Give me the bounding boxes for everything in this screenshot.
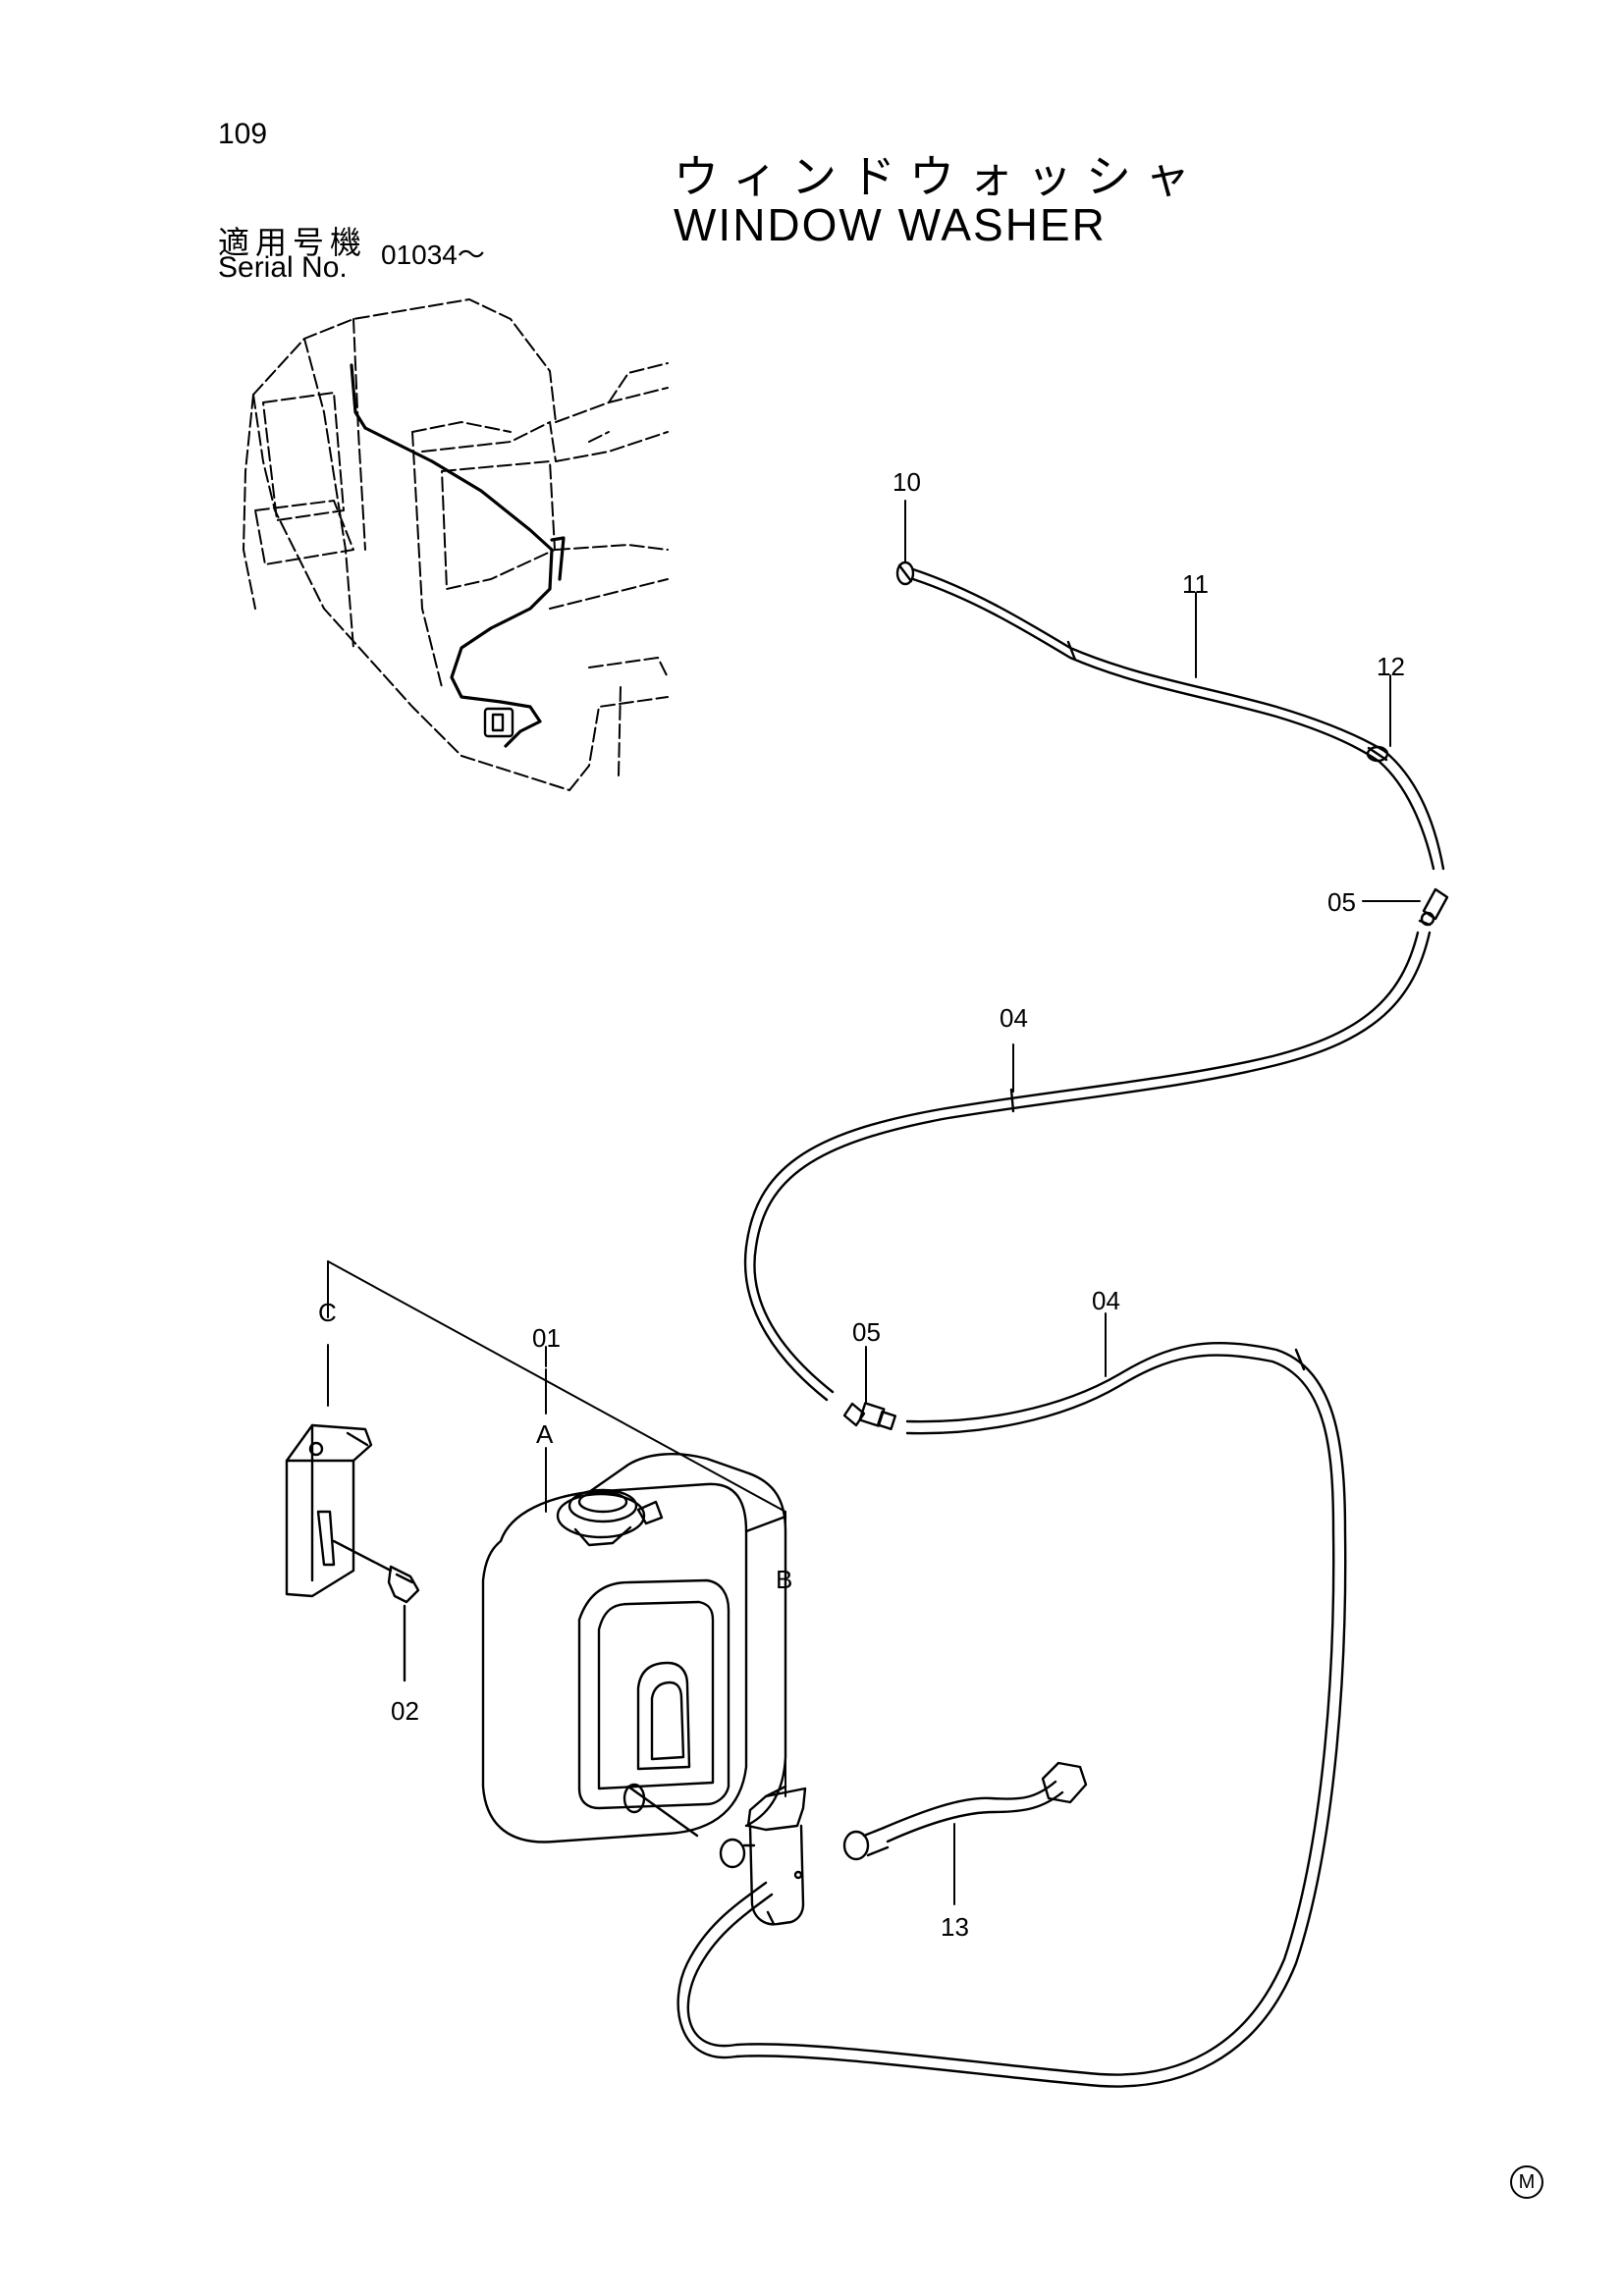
callout-12: 12 bbox=[1377, 652, 1405, 681]
clip-12 bbox=[1366, 745, 1389, 763]
hose-11 bbox=[911, 567, 1445, 871]
bolt-02 bbox=[332, 1539, 420, 1682]
reference-b: B bbox=[776, 1565, 793, 1594]
callout-04-lower: 04 bbox=[1092, 1286, 1120, 1315]
title-japanese: ウィンドウォッシャ bbox=[674, 150, 1204, 203]
connector-05-upper bbox=[1418, 887, 1449, 927]
hose-04-lower bbox=[676, 1341, 1347, 2088]
callout-13: 13 bbox=[941, 1912, 969, 1942]
cab-washer-tank-thumbnail bbox=[483, 707, 514, 738]
nozzle-10 bbox=[895, 561, 915, 586]
callout-11: 11 bbox=[1182, 569, 1209, 599]
title-english: WINDOW WASHER bbox=[674, 199, 1107, 250]
callout-05-upper: 05 bbox=[1327, 887, 1356, 917]
callout-05-lower: 05 bbox=[852, 1317, 881, 1347]
bracket bbox=[285, 1423, 373, 1598]
reference-c: C bbox=[318, 1298, 337, 1327]
cab-location-illustration bbox=[243, 298, 669, 791]
washer-tank-01 bbox=[481, 1453, 787, 1843]
cab-wiring-harness bbox=[350, 363, 566, 748]
reference-a: A bbox=[536, 1419, 554, 1449]
callout-10: 10 bbox=[893, 467, 921, 497]
callout-02: 02 bbox=[391, 1696, 419, 1726]
serial-number-range: 01034～ bbox=[381, 240, 485, 270]
hose-04-upper bbox=[743, 931, 1432, 1402]
manufacturer-mark: M bbox=[1510, 2165, 1543, 2199]
pump-harness bbox=[842, 1761, 1088, 1861]
serial-label-english: Serial No. bbox=[218, 251, 348, 284]
serial-label-japanese: 適用号機 bbox=[218, 224, 368, 261]
connector-05-lower bbox=[842, 1402, 897, 1431]
page-number: 109 bbox=[218, 118, 268, 150]
callout-01: 01 bbox=[532, 1323, 561, 1353]
callout-leaders bbox=[545, 500, 1421, 1905]
washer-pump-13 bbox=[719, 1785, 807, 1926]
callout-04-upper: 04 bbox=[1000, 1003, 1028, 1033]
